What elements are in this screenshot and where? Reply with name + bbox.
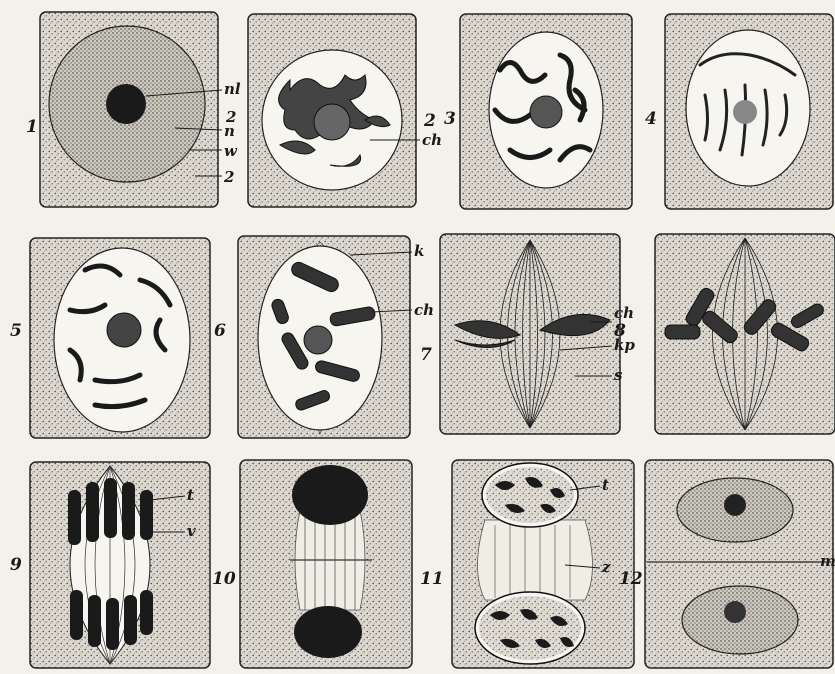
cell-4 bbox=[665, 14, 833, 209]
fig-number-1: 1 bbox=[26, 117, 38, 137]
cell-3 bbox=[460, 14, 632, 209]
cell-5 bbox=[30, 238, 210, 438]
label-t-9: t bbox=[187, 486, 194, 504]
label-ch-7: ch bbox=[614, 304, 634, 322]
cell-1 bbox=[40, 12, 218, 207]
cell-8 bbox=[655, 234, 835, 434]
label-w: w bbox=[224, 142, 238, 160]
label-two-b: 2 bbox=[223, 168, 234, 186]
label-t-11: t bbox=[602, 476, 609, 494]
label-ch-6: ch bbox=[414, 301, 434, 319]
fig-number-2: 2 bbox=[423, 111, 436, 131]
fig-number-6: 6 bbox=[214, 321, 226, 341]
fig-number-12: 12 bbox=[619, 569, 643, 589]
fig-number-4: 4 bbox=[645, 109, 657, 129]
label-z: z bbox=[601, 558, 611, 576]
fig-number-9: 9 bbox=[10, 555, 22, 575]
cell-12 bbox=[645, 460, 833, 668]
cell-7 bbox=[440, 234, 620, 434]
label-ch-2: ch bbox=[422, 131, 442, 149]
fig-number-10: 10 bbox=[212, 569, 236, 589]
fig-number-5: 5 bbox=[10, 321, 22, 341]
cell-6 bbox=[238, 236, 410, 438]
label-v: v bbox=[187, 522, 196, 540]
fig-number-3: 3 bbox=[444, 109, 456, 129]
cell-9 bbox=[30, 462, 210, 668]
label-m: m bbox=[820, 552, 835, 570]
fig-number-11: 11 bbox=[420, 569, 444, 589]
fig-number-7: 7 bbox=[420, 345, 432, 365]
label-kp: kp bbox=[614, 336, 635, 354]
cell-10 bbox=[240, 460, 412, 668]
label-nl: nl bbox=[224, 80, 241, 98]
label-s: s bbox=[614, 366, 623, 384]
label-n: n bbox=[224, 122, 235, 140]
cell-2 bbox=[248, 14, 416, 207]
label-k: k bbox=[414, 242, 424, 260]
